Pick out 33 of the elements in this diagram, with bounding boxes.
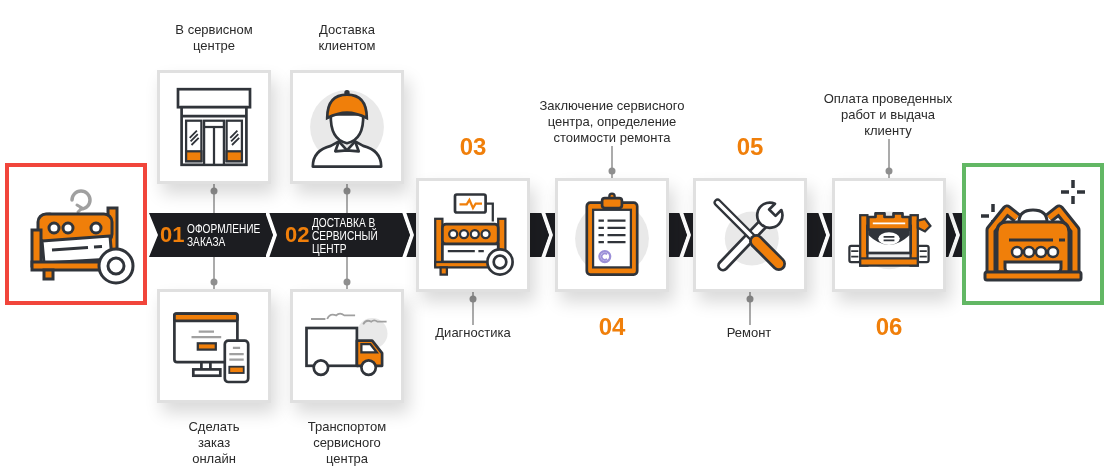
step-number: 05 bbox=[735, 133, 765, 161]
flow-arrow bbox=[807, 213, 832, 257]
leader-line bbox=[885, 138, 893, 179]
step-number: 03 bbox=[458, 133, 488, 161]
leader-line bbox=[343, 256, 351, 290]
step-number: 06 bbox=[874, 313, 904, 341]
card-caption: Транспортом сервисного центра bbox=[306, 419, 388, 467]
card-caption: Сделать заказ онлайн bbox=[187, 419, 241, 467]
flow-arrow bbox=[669, 213, 693, 257]
leader-line bbox=[210, 256, 218, 290]
flow-arrow bbox=[265, 213, 279, 257]
card-caption: В сервисном центре bbox=[174, 22, 254, 54]
leader-line bbox=[746, 291, 754, 326]
picture-frame bbox=[962, 163, 1104, 305]
flow-arrow bbox=[946, 213, 962, 257]
step-caption: Ремонт bbox=[694, 325, 804, 341]
leader-line bbox=[210, 183, 218, 214]
step-number: 01 bbox=[160, 224, 185, 246]
leader-line bbox=[343, 183, 351, 214]
step-caption: Оплата проведенных работ и выдача клиенту bbox=[818, 91, 958, 139]
step-caption: Диагностика bbox=[418, 325, 528, 341]
flow-arrow bbox=[530, 213, 555, 257]
step-title: ОФОРМЛЕНИЕ ЗАКАЗА bbox=[187, 222, 262, 248]
card-caption: Доставка клиентом bbox=[317, 22, 377, 54]
picture-frame bbox=[5, 163, 147, 305]
step-number: 02 bbox=[285, 224, 310, 246]
leader-line bbox=[469, 291, 477, 326]
step-number: 04 bbox=[597, 313, 627, 341]
step-caption: Заключение сервисного центра, определение стоимости ремонта bbox=[529, 98, 695, 146]
leader-line bbox=[608, 145, 616, 179]
flow-arrow bbox=[398, 213, 416, 257]
step-banner bbox=[149, 213, 266, 257]
step-title: ДОСТАВКА В СЕРВИСНЫЙ ЦЕНТР bbox=[312, 215, 380, 255]
